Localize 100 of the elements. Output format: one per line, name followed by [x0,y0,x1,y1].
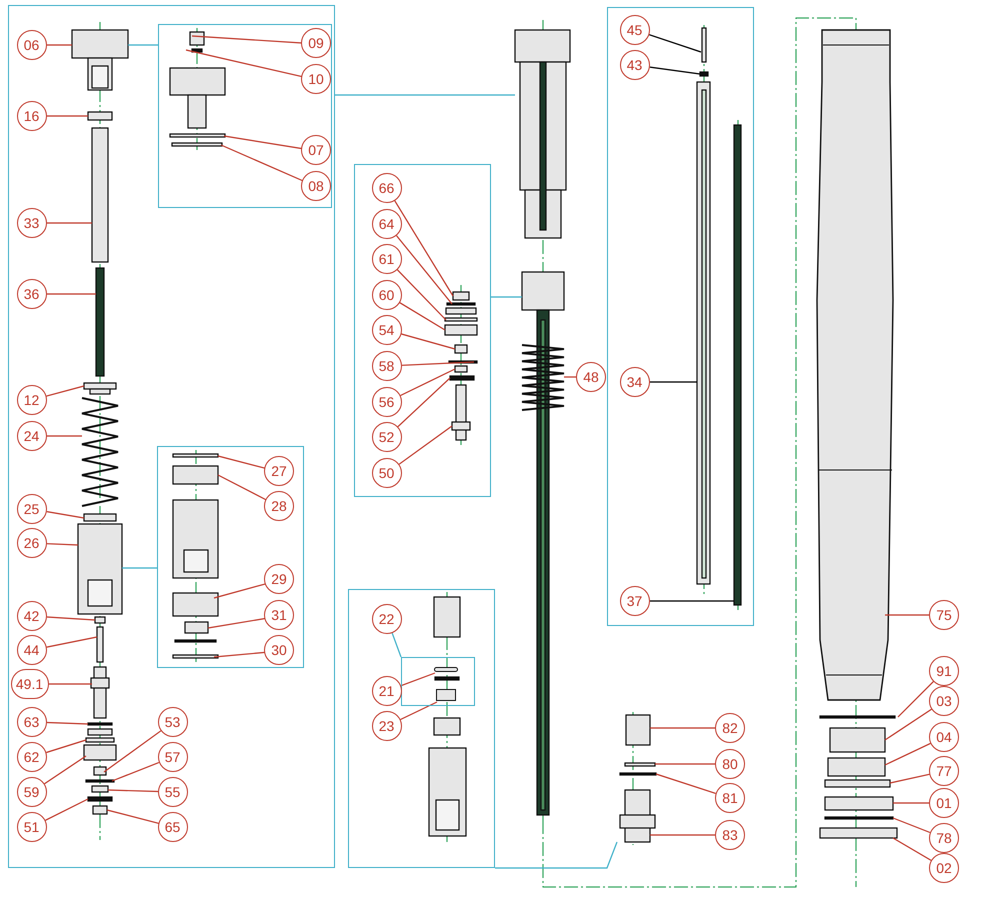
leader-line [885,614,929,616]
leader-line [45,798,88,821]
callout-number: 42 [16,600,46,630]
callout-number: 44 [16,634,46,664]
leader-line [892,817,930,834]
bushing [436,689,456,701]
leader-line [214,652,266,658]
leader-line [400,368,456,396]
leader-line [392,632,402,658]
callout-number: 91 [929,656,959,686]
callout-number: 53 [158,706,188,736]
callout-number: 51 [16,812,46,842]
leader-line [400,701,438,720]
group-frame [400,656,474,706]
leader-line [402,361,474,366]
callout-number: 34 [620,366,650,396]
callout-number: 49.1 [10,668,48,698]
callout-number: 07 [301,135,331,165]
group-frame [348,589,495,868]
callout-number: 82 [715,713,745,743]
callout-number: 52 [372,422,402,452]
leader-line [224,135,302,150]
callout-number: 75 [929,600,959,630]
leader-line [47,115,88,117]
callout-number: 04 [929,722,959,752]
leader-line [218,455,266,469]
callout-number: 50 [372,458,402,488]
callout-number: 26 [16,528,46,558]
callout-number: 08 [301,171,331,201]
group-frame [158,24,332,208]
leader-line [46,616,96,621]
callout-number: 23 [372,710,402,740]
leader-line [394,200,454,296]
callout-number: 21 [372,676,402,706]
leader-line [46,385,84,397]
group-frame [8,5,335,868]
callout-number: 37 [620,586,650,616]
leader-line [890,774,930,784]
leader-line [104,730,162,772]
callout-number: 58 [372,350,402,380]
leader-line [564,376,576,378]
leader-line [47,44,72,46]
callout-number: 01 [929,788,959,818]
callout-number: 43 [620,50,650,80]
group-frame [156,446,304,668]
leader-line [650,381,697,383]
callout-number: 24 [16,420,46,450]
leader-line [400,672,436,686]
group-frame [607,7,754,626]
callout-number: 09 [301,28,331,58]
callout-number: 80 [715,749,745,779]
leader-line [401,333,456,350]
callout-number: 33 [16,208,46,238]
leader-line [214,583,266,599]
callout-number: 12 [16,384,46,414]
callout-number: 31 [264,600,294,630]
leader-line [898,681,934,718]
leader-line [122,567,157,569]
leader-line [884,708,932,740]
leader-line [186,49,303,78]
leader-line [495,842,618,869]
leader-line [399,302,446,331]
callout-number: 63 [16,706,46,736]
leader-line [47,293,96,295]
leader-line [491,296,522,298]
leader-line [218,474,267,501]
callout-number: 60 [372,280,402,310]
callout-number: 29 [264,564,294,594]
leader-line [396,269,446,320]
callout-number: 81 [715,783,745,813]
leader-line [47,435,82,437]
leader-line [208,618,266,629]
callout-number: 62 [16,742,46,772]
leader-line [112,762,160,782]
callout-number: 10 [301,64,331,94]
callout-number: 83 [715,820,745,850]
callout-number: 16 [16,100,46,130]
leader-line [396,235,452,304]
callout-number: 30 [264,635,294,665]
leader-line [650,834,715,836]
leader-line [44,756,86,784]
leader-line [656,773,716,794]
leader-line [46,722,88,725]
leader-line [46,543,78,546]
callout-number: 57 [158,742,188,772]
callout-number: 61 [372,244,402,274]
callout-number: 03 [929,686,959,716]
leader-line [106,809,159,824]
leader-line [650,66,700,75]
leader-line [46,739,86,754]
leader-line [46,636,98,648]
callout-number: 27 [264,456,294,486]
callout-number: 06 [16,30,46,60]
leader-line [892,837,932,861]
leader-line [108,789,158,792]
leader-line [398,426,452,465]
callout-number: 59 [16,776,46,806]
leader-line [46,511,84,519]
leader-line [128,44,158,46]
callout-number: 45 [620,14,650,44]
